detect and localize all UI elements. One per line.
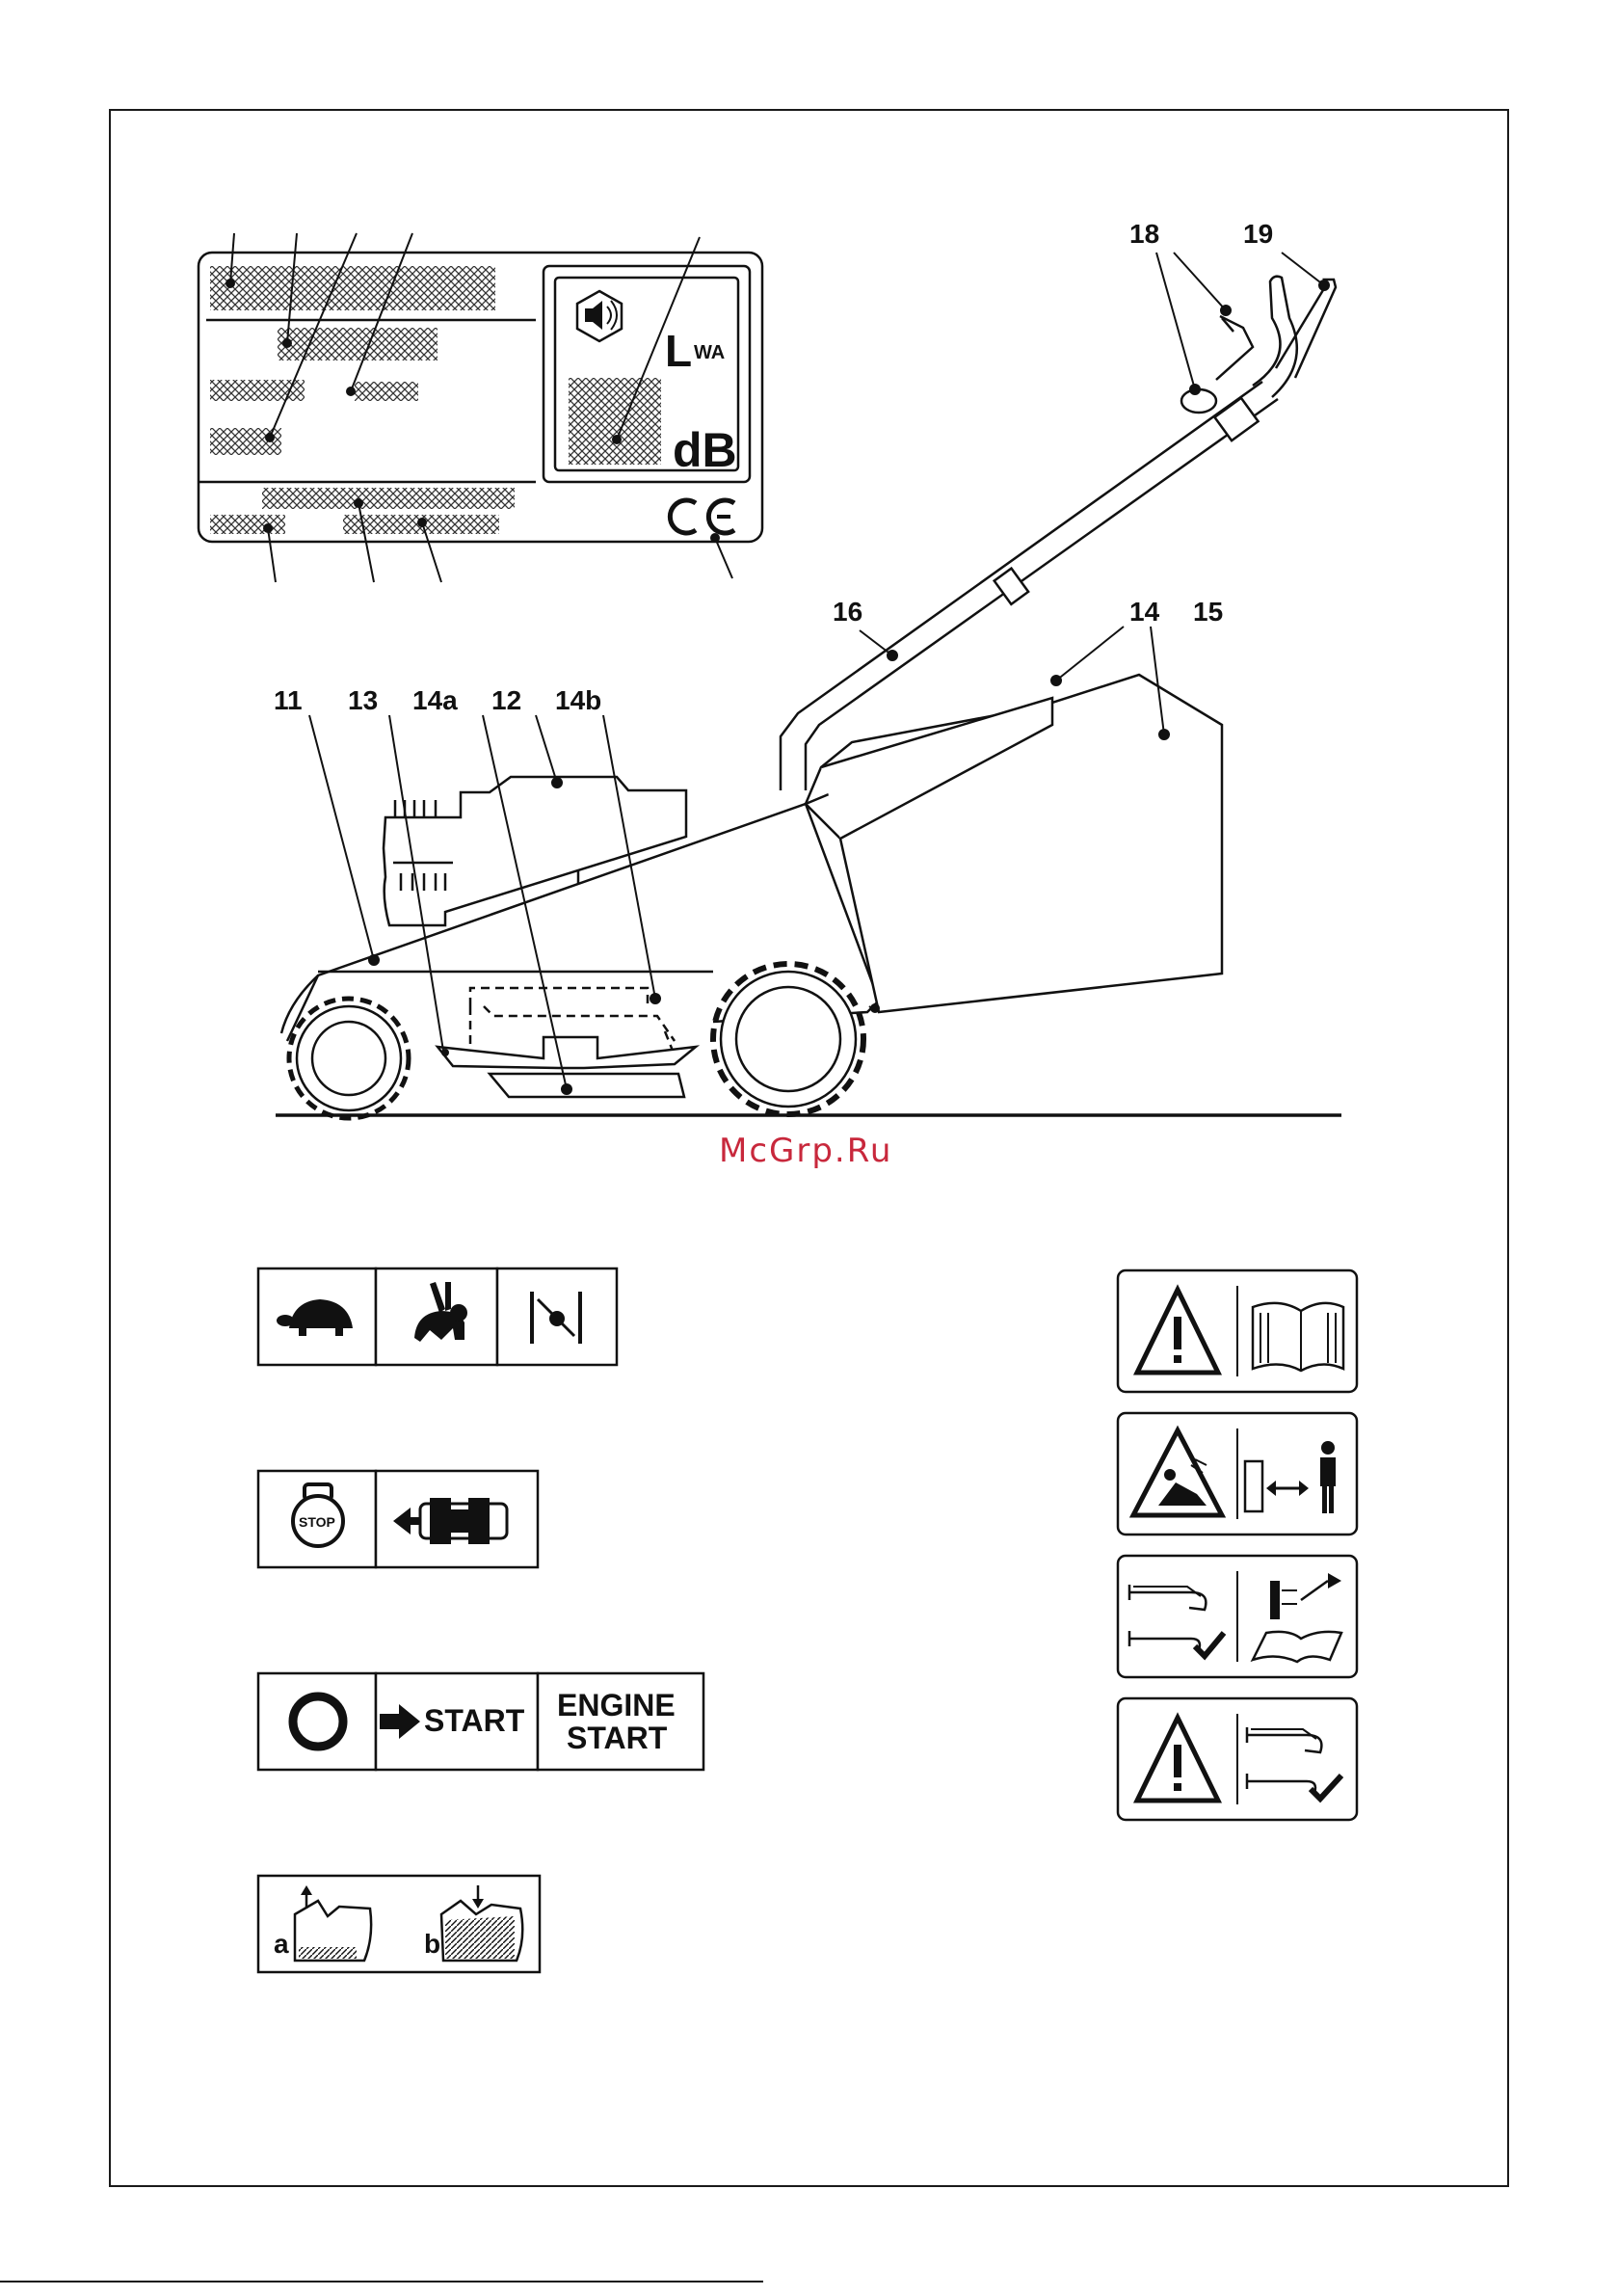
callout-13: 13 [348, 685, 378, 715]
db-unit: dB [673, 423, 737, 477]
safety-decals [1118, 1270, 1357, 1820]
speed-symbols [258, 1268, 617, 1365]
callout-15: 15 [1193, 597, 1223, 627]
callout-12: 12 [491, 685, 521, 715]
lwa-l: L [665, 326, 692, 376]
sound-power-icon [577, 291, 622, 341]
identification-plate: L WA dB [199, 233, 762, 582]
engine-start-line1: ENGINE [557, 1688, 676, 1722]
stop-symbols: STOP [258, 1471, 538, 1567]
watermark: McGrp.Ru [719, 1132, 892, 1170]
stop-text: STOP [299, 1514, 335, 1530]
lwa-sub: WA [694, 342, 725, 363]
callout-19: 19 [1243, 219, 1273, 249]
callout-18: 18 [1129, 219, 1159, 249]
manual-icon [1253, 1303, 1343, 1371]
callout-14a: 14a [412, 685, 458, 715]
engine-start-line2: START [567, 1721, 668, 1755]
start-text: START [424, 1703, 525, 1738]
callout-16: 16 [833, 597, 862, 627]
callout-11: 11 [274, 685, 303, 715]
grass-level-symbols: a b [258, 1876, 540, 1972]
start-symbols: START ENGINE START [258, 1673, 703, 1770]
callout-14: 14 [1129, 597, 1160, 627]
label-a: a [274, 1929, 289, 1959]
callout-14b: 14b [555, 685, 601, 715]
label-b: b [424, 1929, 440, 1959]
